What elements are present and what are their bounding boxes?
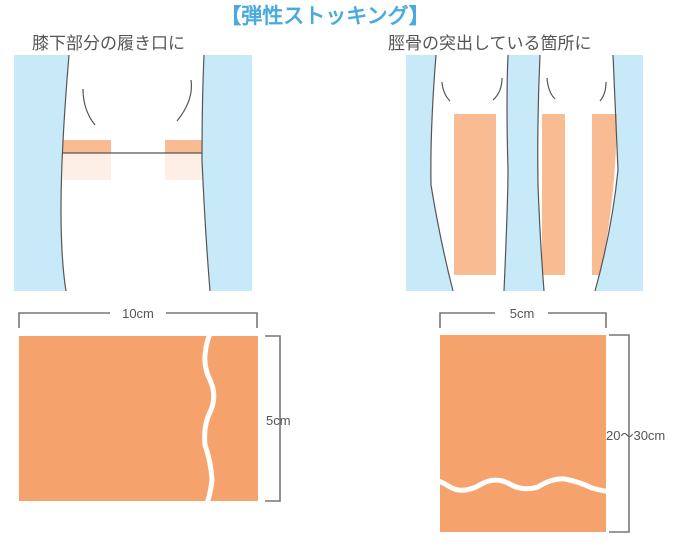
right-tape-size: 5cm 20〜30cm — [424, 306, 665, 533]
diagram-title: 【弾性ストッキング】 — [220, 4, 429, 28]
pad-left — [63, 140, 111, 153]
left-leg-illustration — [14, 54, 252, 292]
cut-line — [200, 322, 217, 518]
pad-right-light — [165, 153, 202, 180]
pad-shin-2 — [542, 114, 565, 275]
right-height-label: 20〜30cm — [606, 428, 665, 443]
left-width-label: 10cm — [122, 306, 154, 321]
right-tape — [440, 335, 606, 532]
pad-shin-3 — [592, 114, 617, 275]
left-tape — [19, 336, 258, 501]
pad-shin-1 — [454, 114, 496, 275]
left-caption: 膝下部分の履き口に — [32, 34, 185, 54]
right-leg-illustration — [406, 54, 643, 292]
left-tape-size: 10cm 5cm — [18, 306, 291, 518]
pad-right — [165, 140, 202, 153]
right-width-label: 5cm — [510, 306, 535, 321]
cut-line — [424, 475, 621, 495]
left-height-label: 5cm — [266, 413, 291, 428]
pad-left-light — [63, 153, 111, 180]
right-caption: 脛骨の突出している箇所に — [388, 34, 592, 54]
